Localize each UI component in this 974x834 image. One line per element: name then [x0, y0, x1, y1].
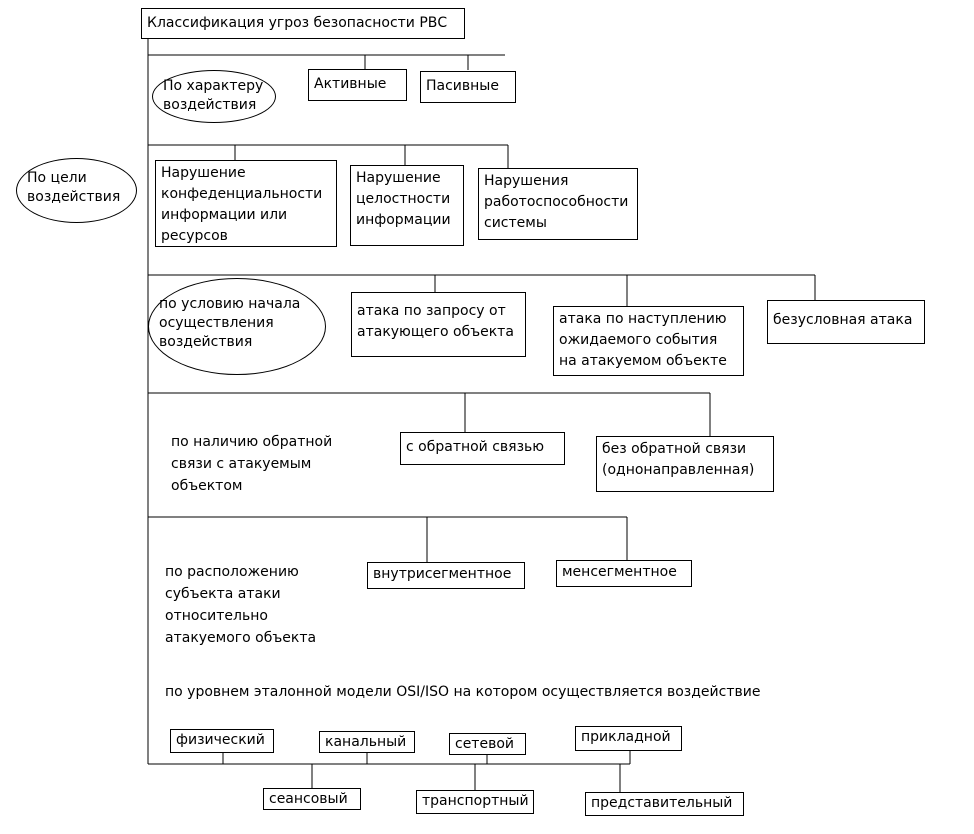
osi-datalink-box: канальный: [319, 731, 415, 753]
feedback-without-box: без обратной связи (однонаправленная): [596, 436, 774, 492]
diagram-title: Классификация угроз безопасности РВС: [141, 8, 465, 39]
osi-physical-box: физический: [170, 729, 274, 753]
osi-application-box: прикладной: [575, 726, 682, 751]
group-goal-label: По цели воздействия: [16, 158, 137, 223]
start-event-box: атака по наступлению ожидаемого события …: [553, 306, 744, 376]
osi-presentation-box: представительный: [585, 792, 744, 816]
osi-transport-box: транспортный: [416, 790, 534, 814]
osi-network-box: сетевой: [449, 733, 526, 755]
osi-session-box: сеансовый: [263, 788, 361, 810]
goal-confidentiality-box: Нарушение конфеденциальности информации …: [155, 160, 337, 247]
group-start-condition-label: по условию начала осуществления воздейст…: [148, 278, 326, 375]
location-intra-box: внутрисегментное: [367, 562, 525, 589]
goal-availability-box: Нарушения работоспособности системы: [478, 168, 638, 240]
character-passive-box: Пасивные: [420, 71, 516, 103]
group-location-label: по расположению субъекта атаки относител…: [165, 564, 317, 646]
group-character-label: По характеру воздействия: [152, 70, 276, 123]
feedback-with-box: с обратной связью: [400, 432, 565, 465]
group-feedback-label: по наличию обратной связи с атакуемым об…: [171, 434, 333, 494]
start-request-box: атака по запросу от атакующего объекта: [351, 292, 526, 357]
start-unconditional-box: безусловная атака: [767, 300, 925, 344]
goal-integrity-box: Нарушение целостности информации: [350, 165, 464, 246]
location-inter-box: менсегментное: [556, 560, 692, 587]
group-osi-label: по уровнем эталонной модели OSI/ISO на к…: [165, 684, 761, 700]
character-active-box: Активные: [308, 69, 407, 101]
